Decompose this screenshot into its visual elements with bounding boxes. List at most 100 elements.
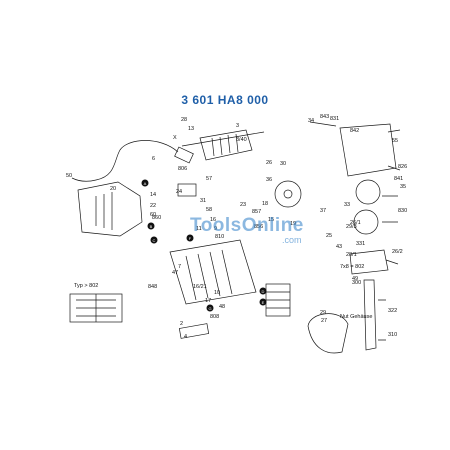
badge-label-e: E <box>262 300 265 305</box>
part-label-29: 29 <box>320 310 326 316</box>
badge-f <box>186 234 194 242</box>
badge-e <box>259 298 267 306</box>
brush-detail <box>266 291 290 309</box>
gear-flange <box>349 249 389 275</box>
part-label-60: 60 <box>150 212 156 218</box>
armature-shaft <box>181 131 265 147</box>
stator-housing <box>169 239 257 305</box>
armature-winding <box>211 133 239 157</box>
badges <box>141 179 267 312</box>
part-label-49: 49 <box>352 276 358 282</box>
part-label-26: 26 <box>266 160 272 166</box>
part-label-322: 322 <box>388 308 397 314</box>
part-label-15: 15 <box>268 217 274 223</box>
part-label-6: 6 <box>152 156 155 162</box>
cooling-fan <box>274 180 302 208</box>
armature <box>199 129 253 161</box>
watermark-sub: .com <box>282 235 302 245</box>
part-label-810: 810 <box>215 234 224 240</box>
wheel-guard <box>307 313 349 354</box>
gear-wheel-2 <box>353 209 379 235</box>
watermark-brand: ToolsOnline <box>190 215 304 236</box>
part-label-50: 50 <box>66 173 72 179</box>
part-label-841: 841 <box>394 176 403 182</box>
part-label-848: 848 <box>148 284 157 290</box>
part-label-48: 48 <box>219 304 225 310</box>
part-label-860: 860 <box>152 215 161 221</box>
note-right: Nut Gehäuse <box>340 314 372 320</box>
part-label-11: 11 <box>196 226 202 232</box>
badge-g <box>206 304 214 312</box>
part-label-3-40: 3/40 <box>236 137 247 143</box>
part-label-7x8-802: 7x8 = 802 <box>340 264 364 270</box>
part-label-43: 43 <box>336 244 342 250</box>
fan-hub <box>283 189 293 199</box>
part-label-28-1: 28/1 <box>346 252 357 258</box>
part-label-310: 310 <box>388 332 397 338</box>
part-label-36: 36 <box>266 177 272 183</box>
stator-fins <box>185 249 233 301</box>
part-label-806: 806 <box>178 166 187 172</box>
part-label-30: 30 <box>280 161 286 167</box>
part-label-X: X <box>173 135 177 141</box>
part-label-26-1: 26/1 <box>350 220 361 226</box>
part-label-24: 24 <box>176 189 182 195</box>
part-label-10: 10 <box>214 290 220 296</box>
part-label-7: 7 <box>178 264 181 270</box>
part-label-25: 25 <box>326 233 332 239</box>
part-label-17: 17 <box>205 298 211 304</box>
spindle <box>363 279 377 351</box>
part-label-20: 20 <box>110 186 116 192</box>
gear-wheel <box>355 179 381 205</box>
part-label-28: 28 <box>181 117 187 123</box>
badge-d <box>259 287 267 295</box>
brush-holder <box>177 183 197 197</box>
badge-label-c: C <box>153 238 156 243</box>
badge-c <box>150 236 158 244</box>
part-label-14: 14 <box>150 192 156 198</box>
part-label-16-21: 16/21 <box>193 284 207 290</box>
part-label-2: 2 <box>180 321 183 327</box>
part-label-34: 34 <box>308 118 314 124</box>
part-label-18: 18 <box>262 201 268 207</box>
part-label-843: 843 <box>320 114 329 120</box>
part-label-300: 300 <box>352 280 361 286</box>
part-label-830: 830 <box>398 208 407 214</box>
circuit-wires <box>76 294 116 322</box>
badge-a <box>141 179 149 187</box>
part-label-16: 16 <box>210 217 216 223</box>
badge-label-f: F <box>189 236 192 241</box>
part-label-331: 331 <box>356 241 365 247</box>
part-label-22: 22 <box>150 203 156 209</box>
part-label-29-3: 29/3 <box>346 224 357 230</box>
power-cord <box>71 140 179 182</box>
part-label-33: 33 <box>344 202 350 208</box>
badge-label-g: G <box>208 306 211 311</box>
part-label-37: 37 <box>320 208 326 214</box>
part-label-31: 31 <box>200 198 206 204</box>
part-label-57: 57 <box>206 176 212 182</box>
badge-label-b: B <box>150 224 153 229</box>
switch-plate <box>178 323 210 339</box>
part-label-58: 58 <box>206 207 212 213</box>
housing-vents <box>95 192 113 230</box>
part-label-826: 826 <box>398 164 407 170</box>
part-label-3: 3 <box>236 123 239 129</box>
motor-housing <box>77 181 143 237</box>
part-label-23: 23 <box>240 202 246 208</box>
badge-label-d: D <box>262 289 265 294</box>
part-label-47: 47 <box>172 270 178 276</box>
part-label-4: 4 <box>184 334 187 340</box>
part-label-35: 35 <box>400 184 406 190</box>
badge-b <box>147 222 155 230</box>
part-label-19: 19 <box>290 221 296 227</box>
part-label-27: 27 <box>321 318 327 324</box>
part-label-808: 808 <box>210 314 219 320</box>
diagram-title: 3 601 HA8 000 <box>181 93 269 107</box>
part-label-13: 13 <box>188 126 194 132</box>
part-label-842: 842 <box>350 128 359 134</box>
part-label-55: 55 <box>392 138 398 144</box>
part-label-856: 856 <box>254 224 263 230</box>
